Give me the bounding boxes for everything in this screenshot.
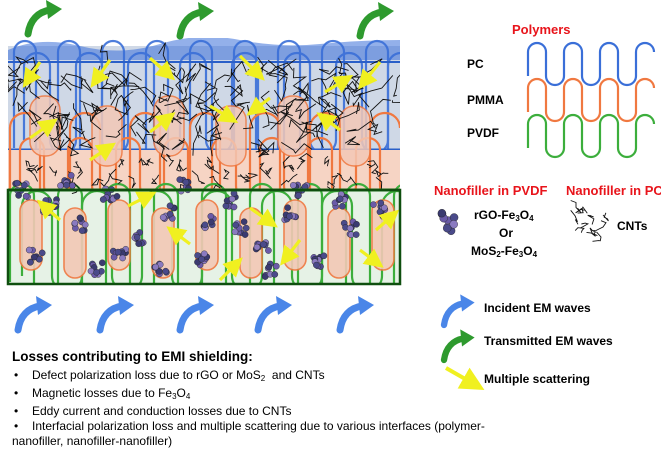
pvdf-label: PVDF: [467, 126, 500, 140]
or-label: Or: [499, 226, 514, 240]
pmma-label: PMMA: [467, 93, 504, 107]
composite-slab: [8, 38, 400, 284]
incident-wave-icon: [440, 294, 475, 329]
incident-waves-label: Incident EM waves: [484, 301, 591, 315]
transmitted-waves-label: Transmitted EM waves: [484, 334, 613, 348]
loss-item-interfacial: Interfacial polarization loss and multip…: [12, 419, 632, 434]
nanofiller-pvdf-title: Nanofiller in PVDF: [434, 183, 548, 198]
transmitted-wave-icon: [440, 329, 475, 364]
legend-loop-pvdf: [526, 113, 656, 159]
legend-loop-pc: [526, 41, 656, 87]
mos2-fe3o4-label: MoS2-Fe3O4: [471, 244, 538, 259]
incident-wave-arrows: [14, 296, 374, 334]
pc-layer: [8, 46, 400, 150]
legend-loop-pmma: [526, 77, 656, 123]
pc-label: PC: [467, 57, 484, 71]
transmitted-wave-arrows: [24, 0, 394, 40]
rgo-fe3o4-label: rGO-Fe3O4: [474, 208, 534, 223]
nanofiller-pc-title: Nanofiller in PC: [566, 183, 661, 198]
loss-item-eddy: Eddy current and conduction losses due t…: [12, 404, 632, 419]
losses-heading: Losses contributing to EMI shielding:: [12, 349, 253, 364]
loss-item-interfacial-cont: nanofiller, nanofiller-nanofiller): [12, 434, 173, 448]
rgo-fe3o4-particle-icon: [437, 208, 459, 236]
losses-list: Defect polarization loss due to rGO or M…: [12, 368, 632, 449]
polymers-title: Polymers: [512, 22, 571, 37]
loss-item-magnetic: Magnetic losses due to Fe3O4: [12, 386, 632, 404]
loss-item-defect: Defect polarization loss due to rGO or M…: [12, 368, 632, 386]
cnt-icon: [570, 200, 609, 242]
cnts-label: CNTs: [617, 219, 648, 233]
